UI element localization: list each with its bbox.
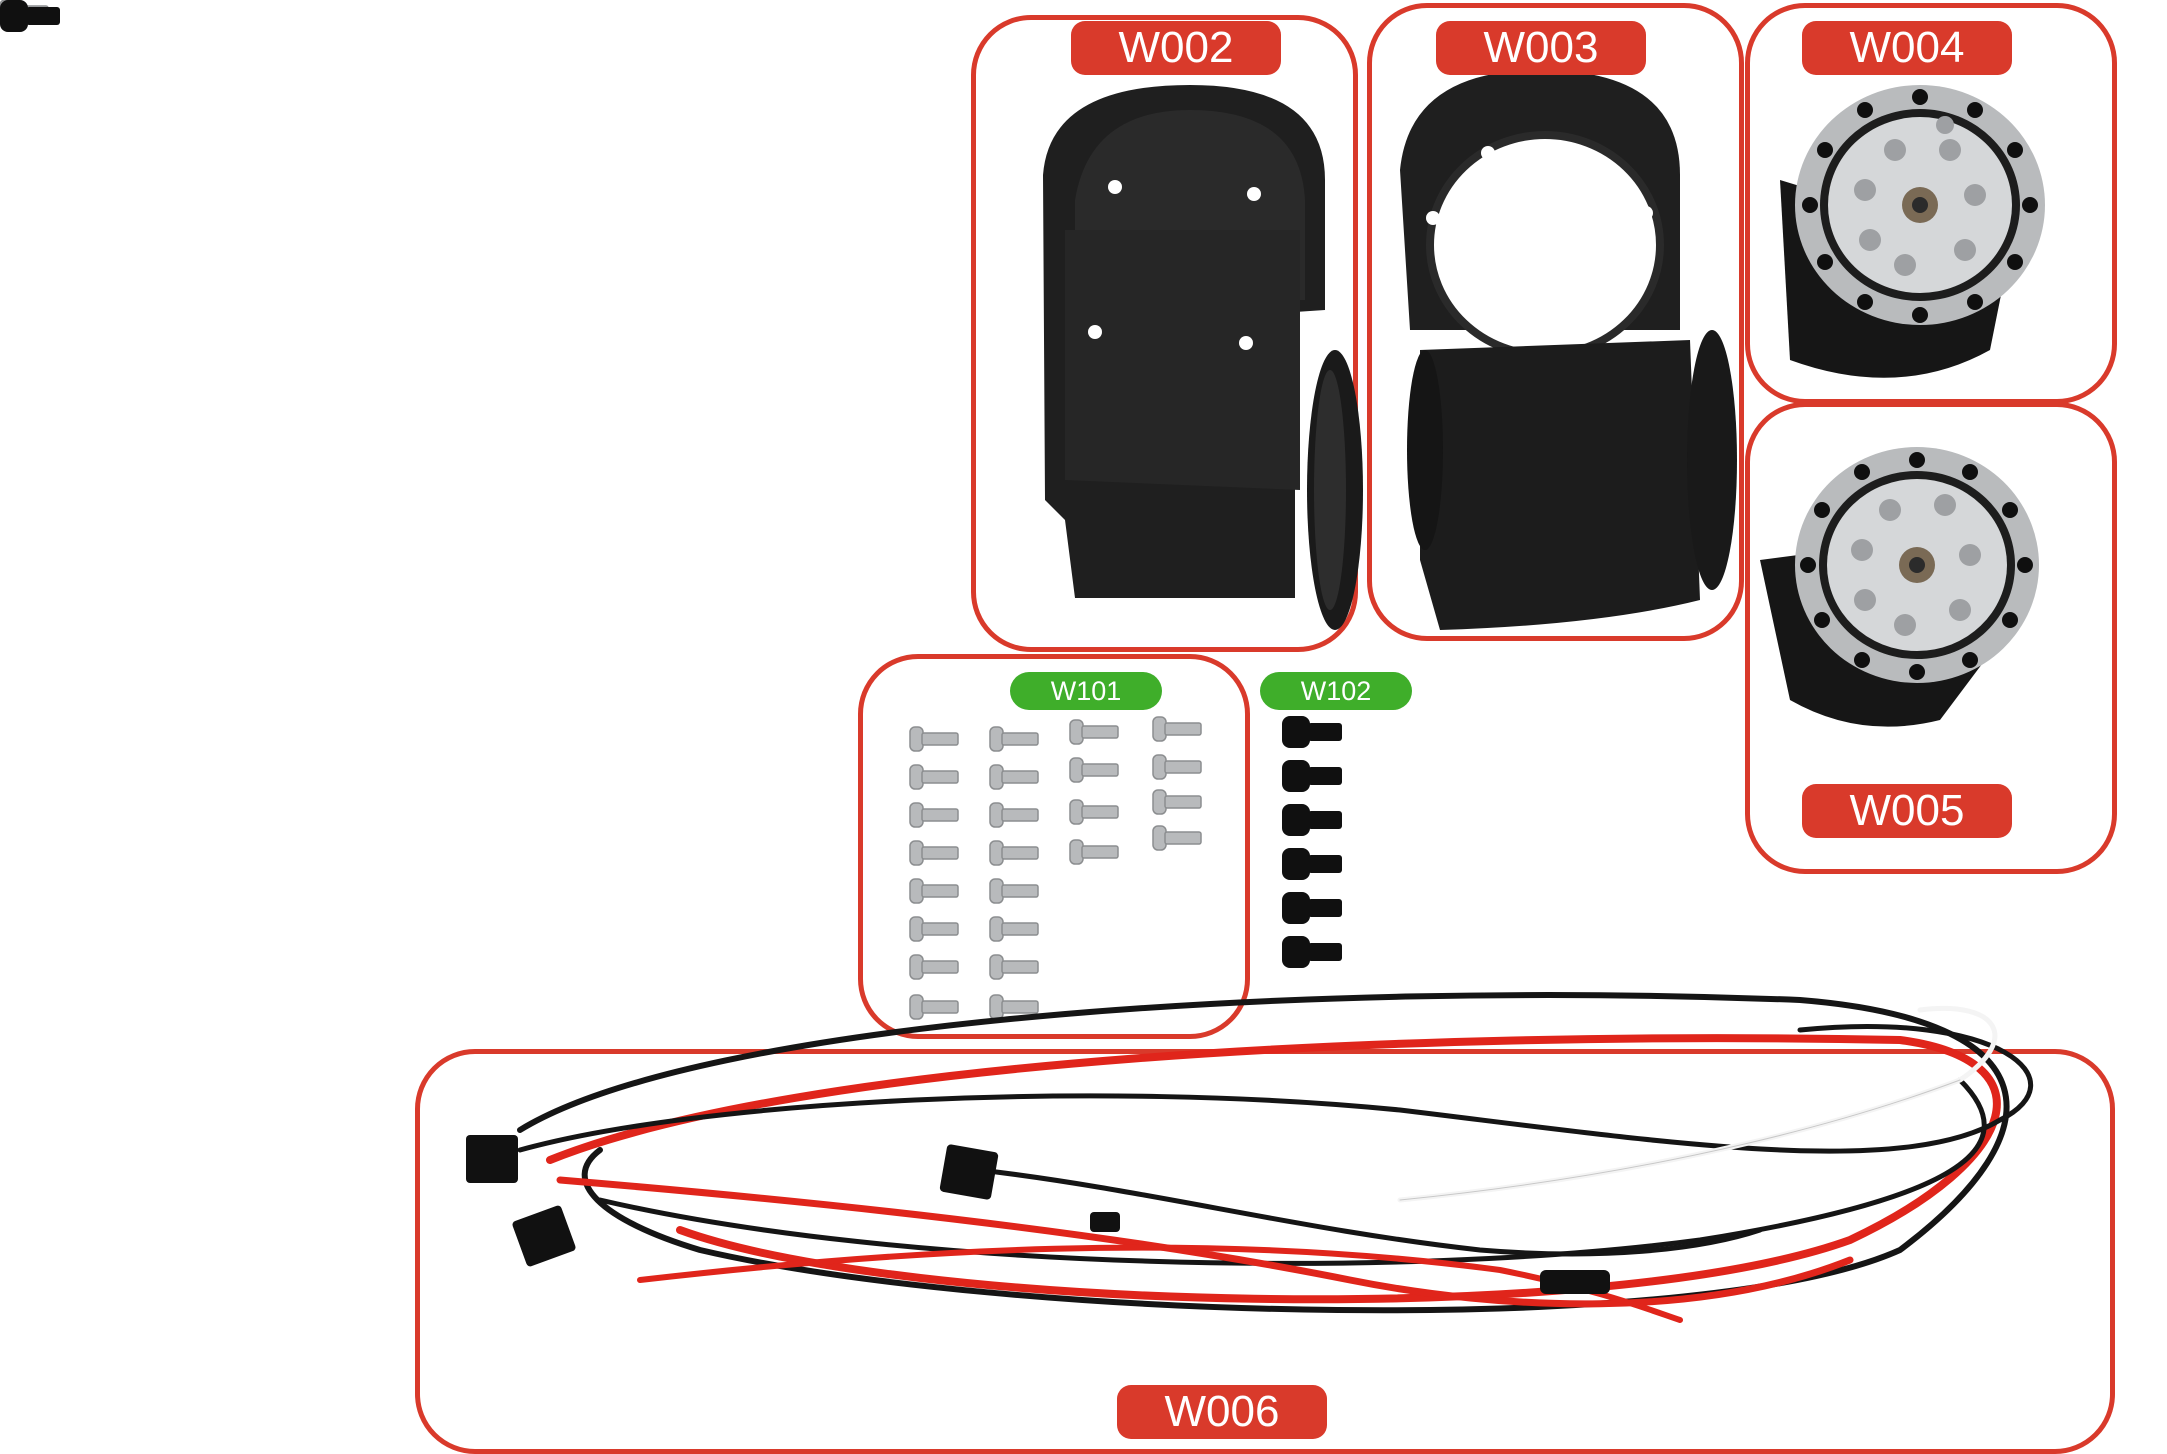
frame-w003 <box>1367 3 1744 641</box>
label-w006: W006 <box>1117 1385 1327 1439</box>
motor-w004 <box>1780 85 2045 378</box>
label-w002: W002 <box>1071 21 1281 75</box>
label-w003: W003 <box>1436 21 1646 75</box>
label-w102: W102 <box>1260 672 1412 710</box>
screws-w101 <box>0 0 1202 1020</box>
label-w101: W101 <box>1010 672 1162 710</box>
screws-w102 <box>0 0 1342 968</box>
cable-harness-w006 <box>466 992 2034 1323</box>
frame-w002 <box>971 15 1358 652</box>
bracket-w003 <box>1400 70 1737 630</box>
frame-w005 <box>1745 402 2117 874</box>
frame-w004 <box>1745 3 2117 404</box>
motor-w005 <box>1760 447 2039 727</box>
frame-w101 <box>858 654 1250 1039</box>
label-w004: W004 <box>1802 21 2012 75</box>
bracket-w002 <box>1043 85 1363 630</box>
label-w005: W005 <box>1802 784 2012 838</box>
